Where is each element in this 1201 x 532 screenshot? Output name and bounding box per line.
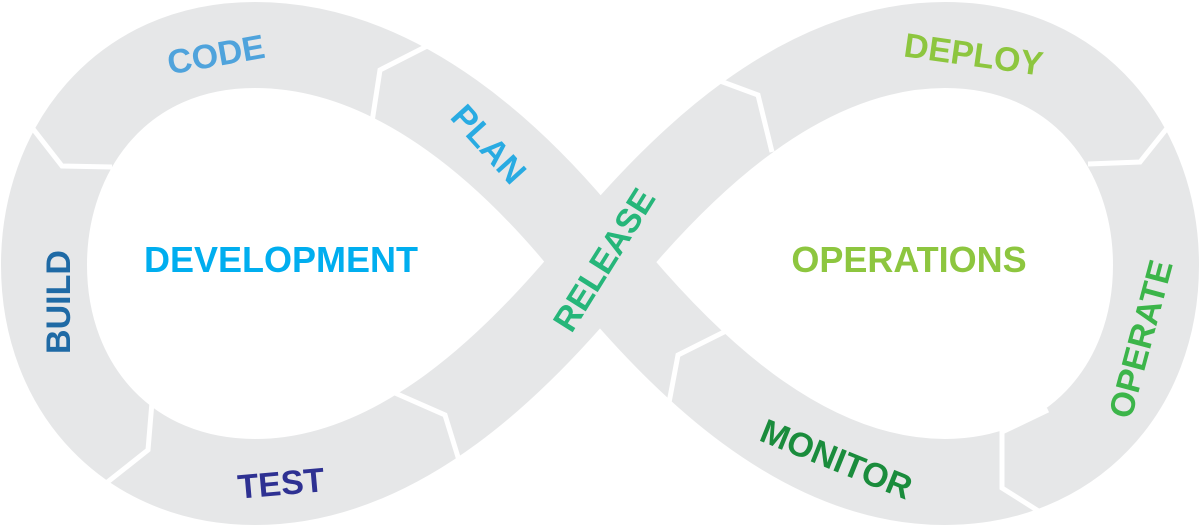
phase-operations: OPERATIONS — [791, 239, 1026, 280]
separator-build-test — [98, 401, 155, 490]
phase-development: DEVELOPMENT — [144, 239, 418, 280]
separator-release-deploy — [711, 75, 775, 153]
stage-build: BUILD — [40, 250, 78, 354]
stage-test: TEST — [236, 461, 326, 506]
separator-monitor-release — [665, 327, 730, 409]
separator-build-code — [28, 123, 113, 170]
separator-test-release — [393, 390, 465, 471]
segment-separators — [28, 39, 1174, 515]
separator-operate-monitor — [999, 407, 1050, 515]
separator-code-plan — [369, 39, 437, 123]
separator-deploy-operate — [1087, 120, 1174, 167]
